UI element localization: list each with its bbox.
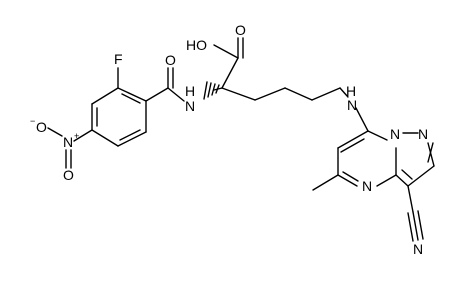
stereo-hash-bond: [203, 81, 223, 100]
bond-c-nitro: [73, 129, 93, 142]
bond-benz-1: [117, 87, 147, 102]
label-fluorine: F: [114, 51, 123, 67]
bond-pyr-3b: [342, 171, 359, 182]
bond-benz-inner-1: [121, 93, 141, 104]
bond-amine-ch2: [339, 87, 349, 98]
bond-cn-triple-1: [412, 211, 419, 241]
bond-chain-4: [311, 87, 341, 101]
bond-pyr-1: [337, 130, 369, 149]
bond-benz-5: [117, 131, 147, 147]
label-hydroxyl: HO: [186, 37, 207, 53]
bond-c-oh: [213, 44, 239, 59]
label-amide-n: N: [185, 98, 195, 114]
label-nitro-n: N: [63, 134, 73, 150]
bond-benz-inner-3: [119, 129, 141, 141]
bond-chain-1: [221, 87, 256, 101]
bond-cn-triple-3: [417, 210, 424, 240]
bond-amide-n-c: [167, 87, 185, 102]
bond-benz-2: [91, 87, 119, 105]
bonds: [47, 37, 435, 242]
bond-nitro-o-left: [47, 127, 63, 137]
bond-pyr-4: [376, 174, 397, 187]
label-ring-n1: N: [390, 126, 400, 142]
atom-labels: HO O O H N F N + O − O H N N N N N: [30, 22, 428, 257]
label-nitro-o-bottom: O: [63, 167, 74, 183]
bond-chain-3: [284, 87, 313, 101]
label-amide-nh: H: [185, 83, 195, 99]
label-amine-n: N: [347, 97, 357, 113]
bond-amine-ring: [355, 107, 369, 132]
bond-chain-2: [254, 87, 286, 101]
bond-pyr-6: [367, 130, 388, 141]
bond-cn-triple-2: [407, 212, 414, 242]
label-nitro-n-charge: +: [74, 131, 79, 141]
label-amine-nh: H: [346, 83, 356, 99]
label-amide-oxygen: O: [165, 52, 176, 68]
bond-pz-4: [395, 174, 409, 187]
label-pyrazole-n: N: [418, 126, 428, 142]
bond-amide-c-ring: [145, 87, 169, 102]
bond-methyl: [312, 174, 339, 191]
label-ring-n2: N: [362, 178, 372, 194]
bond-pyr-1b: [340, 138, 365, 153]
label-nitrile-n: N: [413, 241, 423, 257]
bond-c-cn: [407, 185, 414, 213]
bond-benz-4: [91, 129, 119, 147]
bond-pz-2: [427, 142, 435, 167]
bond-pz-2b: [427, 142, 434, 163]
bond-pz-4b: [401, 169, 413, 180]
label-acid-oxygen: O: [235, 22, 246, 38]
label-nitro-o-charge: −: [30, 116, 35, 126]
bond-cooh-alpha: [221, 57, 239, 89]
bond-pyr-3: [337, 174, 358, 187]
bond-pz-3: [407, 165, 435, 187]
label-nitro-o-left: O: [36, 119, 47, 135]
